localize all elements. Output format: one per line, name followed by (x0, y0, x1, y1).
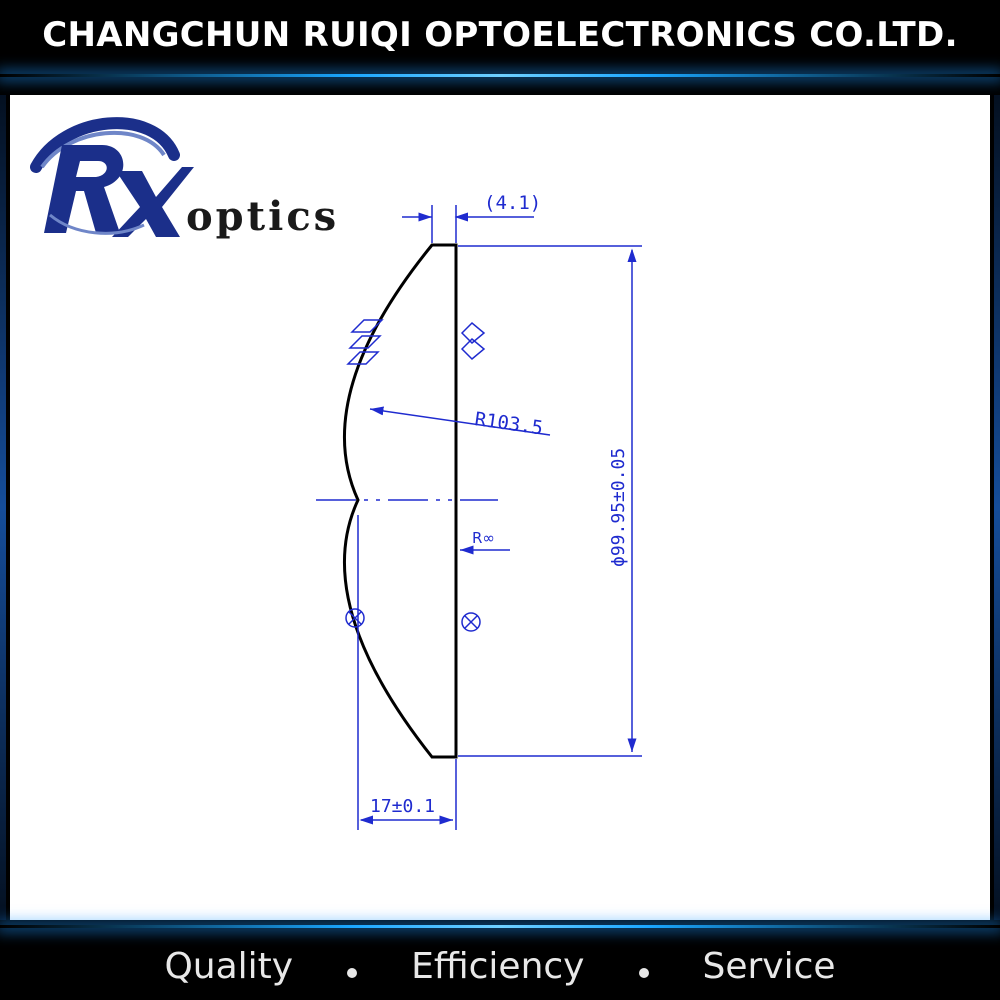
slogan-quality: Quality (164, 945, 294, 987)
ground-symbol-right-icon (461, 612, 481, 632)
slogan-efficiency: Efficiency (411, 945, 585, 987)
polish-symbol-right-icon (460, 321, 486, 361)
company-logo: optics (24, 115, 354, 245)
radius-leader-line (369, 406, 551, 436)
ground-symbol-left-icon (345, 608, 365, 628)
slogan-service: Service (702, 945, 836, 987)
footer-slogan: Quality Efficiency Service (0, 932, 1000, 1000)
header-bar: CHANGCHUN RUIQI OPTOELECTRONICS CO.LTD. (0, 0, 1000, 70)
polish-symbol-left-icon (346, 319, 384, 365)
rq-monogram-icon (30, 117, 194, 237)
bottom-glow-divider (0, 925, 1000, 928)
center-thickness-label: (4.1) (484, 192, 541, 214)
left-glow-edge (0, 95, 6, 920)
diameter-label: ϕ99.95±0.05 (608, 448, 629, 567)
flat-radius-label: R∞ (472, 529, 495, 547)
bullet-dot-icon (347, 968, 358, 978)
product-panel: optics (4.1) ϕ99.95±0.05 (10, 95, 990, 920)
bullet-dot-icon (638, 968, 649, 978)
lens-outline (342, 243, 458, 759)
logo-text: optics (186, 193, 340, 240)
lens-drawing: (4.1) ϕ99.95±0.05 17±0.1 R103.5 R∞ (316, 192, 642, 830)
company-name: CHANGCHUN RUIQI OPTOELECTRONICS CO.LTD. (42, 15, 958, 55)
top-glow-divider (0, 74, 1000, 77)
center-thickness-dimension (402, 205, 534, 243)
right-glow-edge (994, 95, 1000, 920)
edge-thickness-dimension (357, 515, 457, 830)
edge-thickness-label: 17±0.1 (370, 796, 435, 817)
radius-label: R103.5 (473, 408, 544, 439)
diameter-dimension (458, 245, 642, 757)
